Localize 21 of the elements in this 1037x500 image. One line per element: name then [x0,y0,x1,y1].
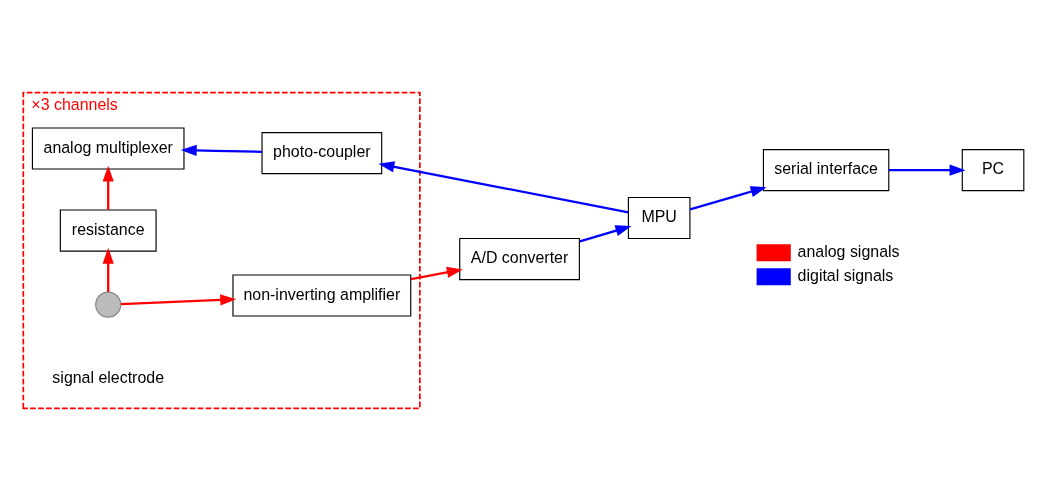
arrow [180,144,262,156]
arrow [410,266,463,280]
arrow [888,164,966,176]
node-box: MPU [627,196,690,239]
node-box: resistance [59,209,157,252]
legend-label: digital signals [797,266,893,284]
arrow [578,224,631,242]
node-box: A/D converter [458,237,580,280]
arrow [120,293,236,305]
node-box: serial interface [762,148,889,191]
node-circle [94,291,121,318]
node-box: non-inverting amplifier [231,273,411,317]
node-box: analog multiplexer [31,126,185,170]
node-label: signal electrode [51,368,164,386]
node-box: photo-coupler [260,131,382,174]
legend-label: analog signals [797,242,900,260]
arrow [102,247,114,292]
arrow [102,165,114,210]
arrow [689,185,767,210]
node-box: PC [961,148,1024,191]
arrow [377,160,629,213]
